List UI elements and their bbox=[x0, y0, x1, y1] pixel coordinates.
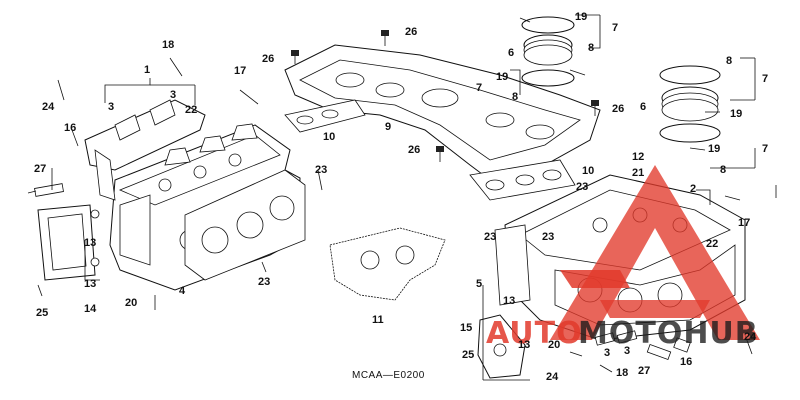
callout-24b: 24 bbox=[546, 371, 559, 383]
callout-13c: 13 bbox=[503, 295, 515, 307]
callout-19b: 19 bbox=[496, 71, 508, 83]
callout-26a: 26 bbox=[262, 53, 274, 65]
callout-25a: 25 bbox=[36, 307, 48, 319]
callout-23e: 23 bbox=[542, 231, 554, 243]
left-camshaft-holder bbox=[84, 99, 206, 201]
callout-7a: 7 bbox=[612, 22, 618, 34]
right-side-cover bbox=[477, 314, 526, 379]
callout-23d: 23 bbox=[484, 231, 496, 243]
callout-26b: 26 bbox=[405, 26, 417, 38]
callout-2: 2 bbox=[690, 183, 696, 195]
watermark-logo bbox=[550, 165, 760, 340]
callout-19d: 19 bbox=[708, 143, 720, 155]
callout-9: 9 bbox=[385, 121, 391, 133]
spark-plug-right bbox=[646, 343, 672, 361]
callout-26d: 26 bbox=[612, 103, 624, 115]
callout-19a: 19 bbox=[575, 11, 587, 23]
callout-17b: 17 bbox=[738, 217, 750, 229]
insulator-clamp-stack-top bbox=[519, 16, 586, 87]
left-side-cover bbox=[37, 204, 100, 281]
callout-labels: 1 18 17 26 26 24 3 3 22 16 27 10 9 26 23… bbox=[34, 11, 768, 383]
callout-22a: 22 bbox=[185, 104, 197, 116]
callout-20a: 20 bbox=[125, 297, 137, 309]
callout-6b: 6 bbox=[640, 101, 646, 113]
callout-7b: 7 bbox=[476, 82, 482, 94]
callout-3a: 3 bbox=[108, 101, 114, 113]
callout-1: 1 bbox=[144, 64, 150, 76]
callout-23c: 23 bbox=[576, 181, 588, 193]
spark-plug-left bbox=[27, 183, 64, 197]
callout-18a: 18 bbox=[162, 39, 174, 51]
callout-14: 14 bbox=[84, 303, 97, 315]
callout-3c: 3 bbox=[604, 347, 610, 359]
callout-10b: 10 bbox=[582, 165, 594, 177]
callout-27b: 27 bbox=[638, 365, 650, 377]
manifold-gasket-right bbox=[469, 159, 576, 201]
callout-17a: 17 bbox=[234, 65, 246, 77]
callout-23a: 23 bbox=[315, 164, 327, 176]
diagram-code: MCAA—E0200 bbox=[352, 370, 425, 381]
callout-8b: 8 bbox=[512, 91, 518, 103]
callout-16b: 16 bbox=[680, 356, 692, 368]
callout-24c: 24 bbox=[744, 331, 757, 343]
callout-3d: 3 bbox=[624, 345, 630, 357]
left-head-gasket bbox=[184, 169, 306, 281]
callout-15: 15 bbox=[460, 322, 472, 334]
callout-22b: 22 bbox=[706, 238, 718, 250]
callout-8d: 8 bbox=[720, 164, 726, 176]
watermark-text-left: AUTO bbox=[486, 316, 583, 351]
callout-8a: 8 bbox=[588, 42, 594, 54]
right-head-gasket bbox=[494, 224, 531, 306]
callout-25b: 25 bbox=[462, 349, 474, 361]
callout-27a: 27 bbox=[34, 163, 46, 175]
insulator-clamp-stack-right bbox=[659, 65, 721, 151]
callout-6a: 6 bbox=[508, 47, 514, 59]
callout-23b: 23 bbox=[258, 276, 270, 288]
callout-4: 4 bbox=[179, 285, 186, 297]
callout-13d: 13 bbox=[518, 339, 530, 351]
callout-11: 11 bbox=[372, 314, 384, 326]
leader-lines bbox=[51, 14, 777, 381]
callout-10a: 10 bbox=[323, 131, 335, 143]
callout-18b: 18 bbox=[616, 367, 628, 379]
callout-16a: 16 bbox=[64, 122, 76, 134]
right-valve-parts bbox=[594, 330, 691, 353]
callout-21: 21 bbox=[632, 167, 644, 179]
center-gasket bbox=[329, 227, 446, 301]
callout-7c: 7 bbox=[762, 73, 768, 85]
callout-12: 12 bbox=[632, 151, 644, 163]
callout-7d: 7 bbox=[762, 143, 768, 155]
bolts bbox=[37, 30, 753, 373]
callout-26c: 26 bbox=[408, 144, 420, 156]
manifold-gasket-left bbox=[284, 99, 366, 133]
callout-13a: 13 bbox=[84, 237, 96, 249]
callout-20b: 20 bbox=[548, 339, 560, 351]
triangle-logo-icon bbox=[550, 165, 760, 340]
callout-8c: 8 bbox=[726, 55, 732, 67]
callout-19c: 19 bbox=[730, 108, 742, 120]
callout-3b: 3 bbox=[170, 89, 176, 101]
watermark-text-right: MOTOHUB bbox=[578, 316, 759, 351]
callout-5: 5 bbox=[476, 278, 482, 290]
callout-24a: 24 bbox=[42, 101, 55, 113]
callout-13b: 13 bbox=[84, 278, 96, 290]
